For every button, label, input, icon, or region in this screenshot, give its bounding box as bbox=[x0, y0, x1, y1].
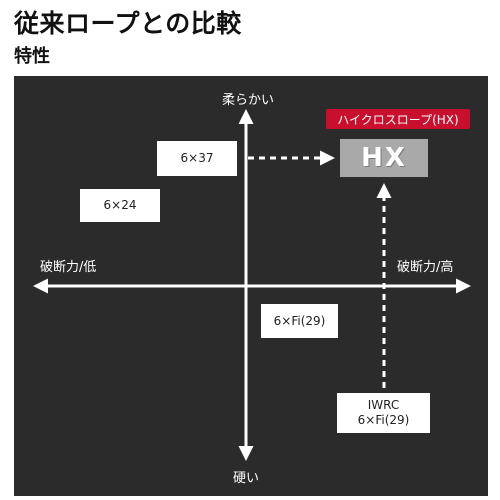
rope-6x37-box: 6×37 bbox=[157, 141, 237, 176]
axis-label-right: 破断力/高 bbox=[397, 260, 454, 275]
axis-label-top: 柔らかい bbox=[222, 93, 275, 108]
axis-label-bottom: 硬い bbox=[233, 471, 260, 486]
rope-6x24-box: 6×24 bbox=[80, 189, 160, 222]
hx-rope-badge: ハイクロスロープ(HX) bbox=[326, 109, 470, 129]
page-title: 従来ロープとの比較 bbox=[14, 9, 242, 38]
iwrc-label-line2: 6×Fi(29) bbox=[357, 413, 410, 427]
hx-logo-text: HX bbox=[361, 143, 407, 173]
hx-logo: HX bbox=[340, 139, 428, 177]
rope-6xfi29-box: 6×Fi(29) bbox=[261, 304, 338, 338]
rope-iwrc-box: IWRC 6×Fi(29) bbox=[337, 393, 430, 433]
iwrc-label-line1: IWRC bbox=[367, 398, 400, 412]
page-subtitle: 特性 bbox=[14, 46, 50, 67]
axis-label-left: 破断力/低 bbox=[40, 260, 97, 275]
